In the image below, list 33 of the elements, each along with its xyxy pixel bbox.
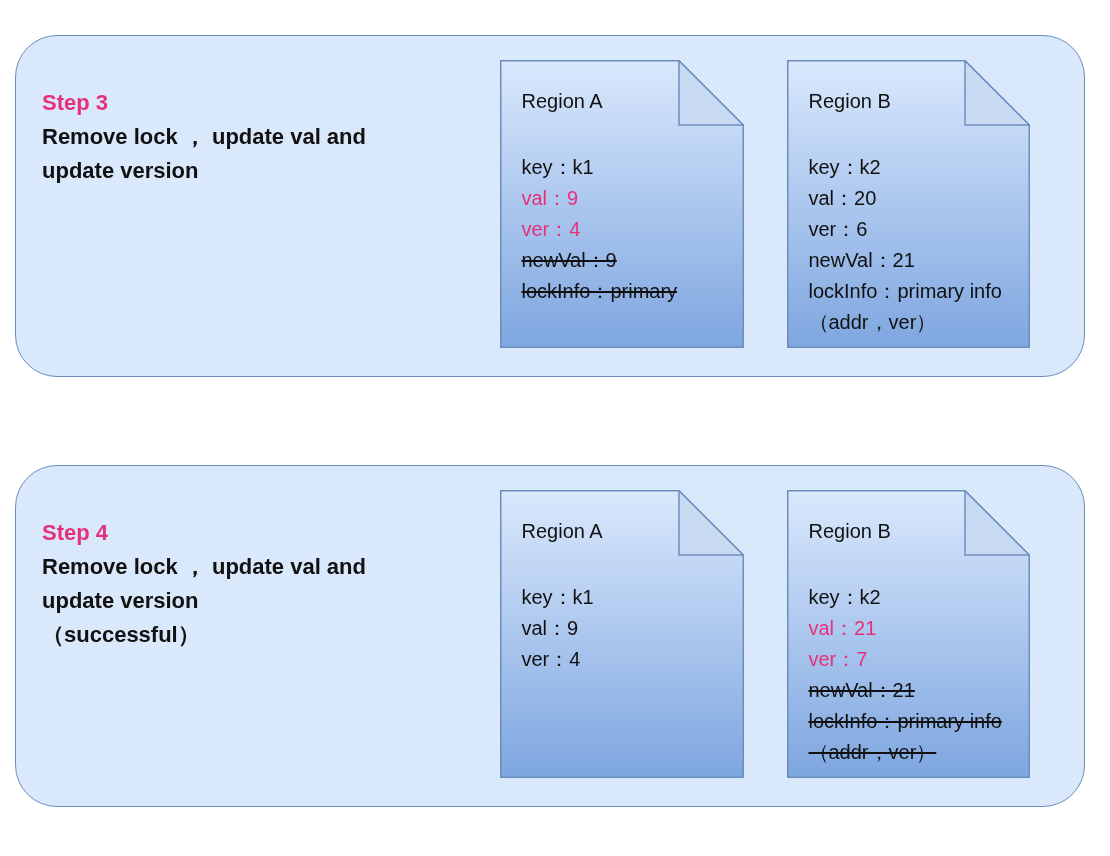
field-line: val：21 xyxy=(808,615,878,641)
field-line: val：9 xyxy=(521,615,580,641)
field-line: key：k2 xyxy=(808,584,882,610)
step-description: Remove lock ， update val and update version xyxy=(42,123,367,185)
field-line: lockInfo：primary info（addr，ver） xyxy=(808,278,1003,335)
region-title: Region B xyxy=(808,519,891,543)
field-line: lockInfo：primary xyxy=(521,278,679,304)
field-line: lockInfo：primary info（addr，ver） xyxy=(808,708,1003,765)
field-line: newVal：9 xyxy=(521,247,618,273)
field-line: ver：7 xyxy=(808,646,869,672)
field-line: ver：4 xyxy=(521,216,582,242)
step-panel xyxy=(15,465,1085,807)
field-line: newVal：21 xyxy=(808,247,916,273)
step-heading: Step 4 xyxy=(42,519,110,547)
field-line: ver：4 xyxy=(521,646,582,672)
step-description: Remove lock ， update val and update version xyxy=(42,553,367,615)
document-shape xyxy=(499,59,744,348)
field-line: val：20 xyxy=(808,185,878,211)
field-line: key：k2 xyxy=(808,154,882,180)
field-line: key：k1 xyxy=(521,584,595,610)
field-line: ver：6 xyxy=(808,216,869,242)
region-title: Region B xyxy=(808,89,891,113)
field-line: val：9 xyxy=(521,185,580,211)
region-title: Region A xyxy=(521,89,603,113)
field-line: key：k1 xyxy=(521,154,595,180)
step-heading: Step 3 xyxy=(42,89,110,117)
document-shape xyxy=(499,489,744,778)
region-title: Region A xyxy=(521,519,603,543)
field-line: newVal：21 xyxy=(808,677,916,703)
document-shape xyxy=(786,59,1030,348)
document-shape xyxy=(786,489,1030,778)
step-panel xyxy=(15,35,1085,377)
step-description: （successful） xyxy=(42,621,201,649)
